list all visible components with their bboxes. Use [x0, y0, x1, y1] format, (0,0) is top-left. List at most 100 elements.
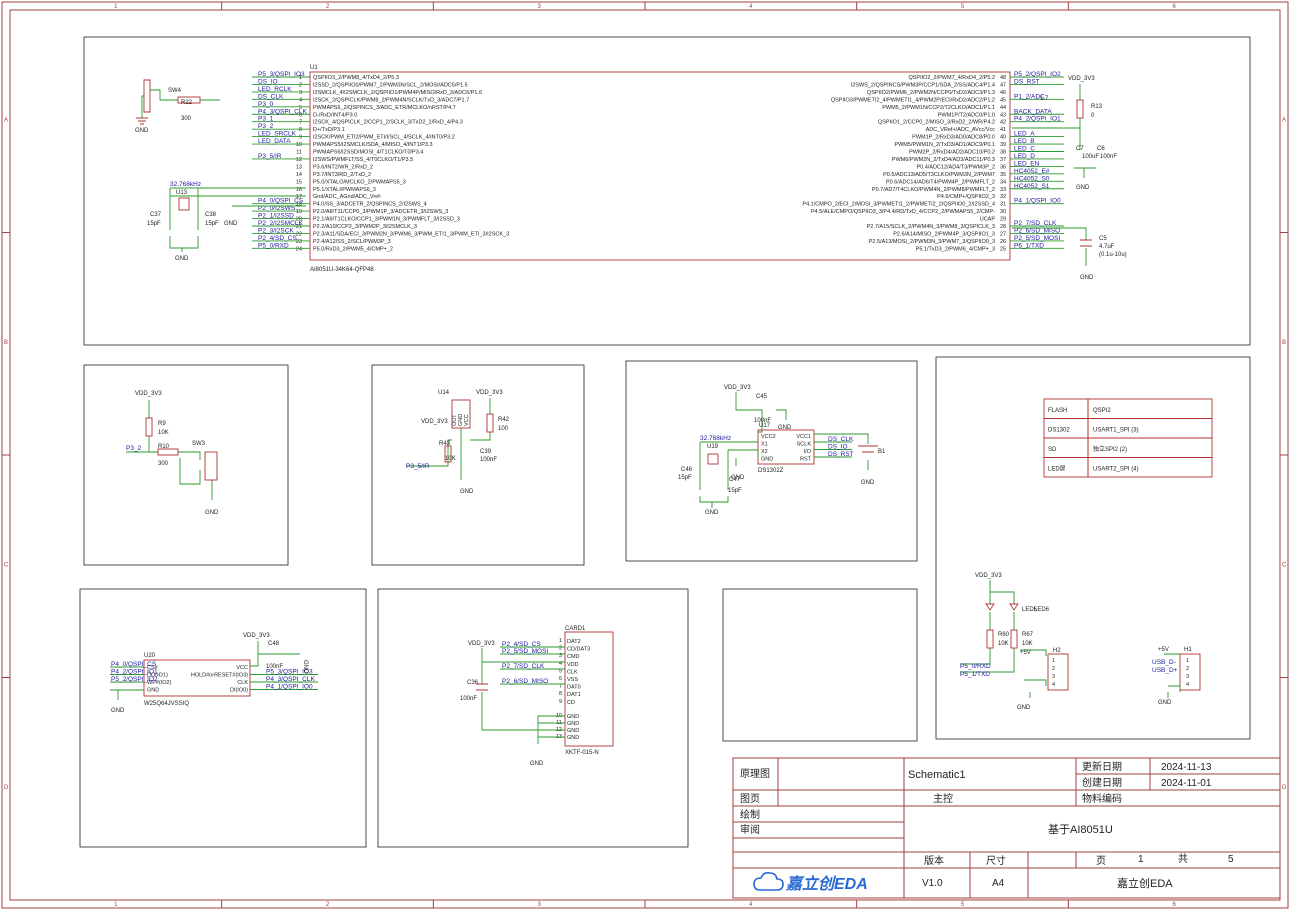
r13-wires [1012, 84, 1081, 150]
mcu-right-passives: VDD_3V3 R13 0 1.7 C6 100uF C7 100nF GND … [1012, 76, 1127, 281]
sd-card-pin: GND [567, 735, 579, 741]
gnd-symbol [136, 117, 148, 125]
sd-card-pin: CMD [567, 654, 580, 660]
mcu-pin-func: P5.0/XTALO/MCLKO_2/PWMAPS5_3 [313, 179, 406, 185]
usb-wires [1164, 653, 1181, 698]
mcu-pin-number: 17 [296, 194, 302, 200]
flash-net-label: P4_1/QSPI_IO0 [266, 684, 313, 691]
mcu-net-label: P4_0/QSPI_CS [258, 198, 304, 205]
uart-gnd: GND [1017, 705, 1031, 711]
mcu-pin-number: 13 [296, 164, 302, 170]
mcu-pin-func: I2SCK_2/QSPICLK/PWM8_2/PWM4N/SCLK/TxD_3/… [313, 97, 469, 103]
sd-card-nets: P2_4/SD_CSP2_5/SD_MOSIP2_7/SD_CLKP2_6/SD… [500, 641, 565, 685]
ir-vdd: VDD_3V3 [476, 390, 503, 396]
rtc-vdd-wires [735, 392, 787, 433]
sd-card-pin-number: 7 [559, 684, 562, 690]
flash-w25q64-circuit: U20 CS#P4_0/QSPI_CSDO(IO1)P4_2/QSPI_IO1W… [110, 633, 318, 714]
rtc-vdd: VDD_3V3 [724, 385, 751, 391]
h1-ref: H1 [1184, 647, 1192, 653]
mcu-pin-func: ADC_VRef+/ADC_AVcc/Vcc [926, 127, 996, 133]
ir-gnd: GND [460, 489, 474, 495]
mcu-pin-func: QSPIIO2_2/PWM7_4/RxD4_2/P5.2 [908, 75, 995, 81]
mcu-pin-number: 26 [1000, 239, 1006, 245]
u13-ref: U13 [176, 190, 188, 196]
flash-net-label: P4_2/QSPI_IO1 [111, 669, 158, 676]
header-pin-number: 1 [1052, 658, 1055, 664]
mcu-pin-number: 33 [1000, 187, 1006, 193]
c46-ref: C46 [681, 467, 693, 473]
mcu-pin-func: P0.7/AD7/T4CLKO/PWM4N_2/PWM8/PWMFLT_2 [872, 187, 995, 193]
mcu-pin-number: 3 [299, 90, 302, 96]
label-material: 物料编码 [1082, 792, 1122, 805]
header-pin-number: 4 [1186, 682, 1189, 688]
ruler-row-left: A [4, 117, 8, 123]
c6-gnd: GND [1076, 185, 1090, 191]
bus-table-bus: USART1_SPI (3) [1093, 428, 1139, 434]
empty-panel [722, 588, 918, 742]
sw4-wires [141, 89, 178, 118]
r10-ref: R10 [158, 444, 170, 450]
sw4-symbol [143, 79, 151, 113]
mcu-net-label: P5_3/QSPI_IO3 [258, 71, 305, 78]
mcu-net-label: P2_1/I2SSD [258, 213, 294, 220]
c36-symbol [476, 683, 488, 691]
mcu-pin-number: 38 [1000, 150, 1006, 156]
cloud-icon [753, 872, 784, 891]
mcu-pin-func: I2SCK/PWM_ETI2/PWM_ETI/I/SCL_4/SCLK_4/IN… [313, 135, 455, 141]
c36-value: 100nF [460, 696, 477, 702]
sd-gnd: GND [530, 761, 544, 767]
mcu-pin-number: 47 [1000, 82, 1006, 88]
mcu-pin-func: QSPIIO3/PWMETI2_4/PWMETI1_4/PWM2P/ECI/Rx… [831, 97, 995, 103]
w25q64-left-pin: GND [147, 688, 159, 694]
mcu-net-label: DS_CLK [258, 93, 284, 100]
mcu-net-label: P2_2/I2SMCLK [258, 220, 303, 227]
mcu-panel [83, 36, 1251, 346]
ruler-col-top: 4 [749, 4, 753, 10]
r42-value: 100 [498, 426, 509, 432]
mcu-pin-func: PWMAPS5/I2SMCLK/SDA_4/MISO_4/INT1/P3.3 [313, 142, 433, 148]
c5-value: 4.7uF [1099, 244, 1115, 250]
sd-card-pin: VDD [567, 662, 579, 668]
w25q64-pins: CS#P4_0/QSPI_CSDO(IO1)P4_2/QSPI_IO1WP#(I… [110, 661, 318, 694]
c6-value: 100uF [1082, 154, 1099, 160]
r67-symbol [1010, 629, 1018, 649]
w25q64-right-pin: DI(IO0) [230, 688, 248, 694]
mcu-pin-number: 20 [296, 217, 302, 223]
c6-gnd-wire [1074, 167, 1096, 178]
mcu-pin-number: 18 [296, 202, 302, 208]
ruler-row-right: B [1282, 340, 1286, 346]
title-block-grid [733, 758, 1280, 898]
r67-value: 10K [1022, 641, 1033, 647]
sd-card-pin: GND [567, 714, 579, 720]
bus-table-bus: USART2_SPI (4) [1093, 467, 1139, 473]
sd-card-pin: DAT1 [567, 692, 581, 698]
flash-net-label: P4_0/QSPI_CS [111, 661, 157, 668]
sd-net-label: P2_6/SD_MISO [502, 678, 548, 685]
sd-card-pin-number: 8 [559, 691, 562, 697]
mcu-pin-func: P3.7/INT3/RD_2/TxD_2 [313, 172, 371, 178]
mcu-pin-func: P5.1/TxD3_2/PWM6_4/CMP+_3 [916, 246, 995, 252]
mcu-pin-func: P2.7/A15/SCLK_2/PWM4N_3/PWM8_3/QSPICLK_3 [867, 224, 995, 230]
rtc-gnd-mid: GND [731, 475, 745, 481]
mcu-net-label: DS_IO [258, 78, 278, 85]
mcu-pin-func: P2.4/A12/SS_2/SCL/PWM3P_3 [313, 239, 391, 245]
mcu-pin-func: I2SSD_2/QSPIIO0/PWM7_2/PWM3N/SCL_2/MOSI/… [313, 82, 468, 88]
rtc-crystal-wires [699, 441, 759, 508]
mcu-pin-number: 39 [1000, 142, 1006, 148]
sd-card-pin-number: 5 [559, 668, 562, 674]
sd-card-pin-number: 6 [559, 676, 562, 682]
mcu-net-label: LED_C [1014, 146, 1035, 153]
w25q64-right-pin: HOLD#orRESET#(IO3) [191, 673, 248, 679]
c37-ref: C37 [150, 212, 162, 218]
r9-ref: R9 [158, 421, 166, 427]
mcu-pin-func: PWMAPS6_2/QSPINCS_3/ADC_ETR/MCLKO/nRST/P… [313, 105, 456, 111]
sd-card-pin: CD [567, 700, 575, 706]
ruler-col-top: 3 [537, 4, 541, 10]
led-symbols [985, 603, 1019, 611]
led5-ref: LED5 [1022, 607, 1038, 613]
mcu-net-label: LED_B [1014, 138, 1035, 145]
ruler-row-left: D [4, 785, 9, 791]
mcu-pin-number: 28 [1000, 224, 1006, 230]
c38-value: 15pF [205, 221, 219, 227]
